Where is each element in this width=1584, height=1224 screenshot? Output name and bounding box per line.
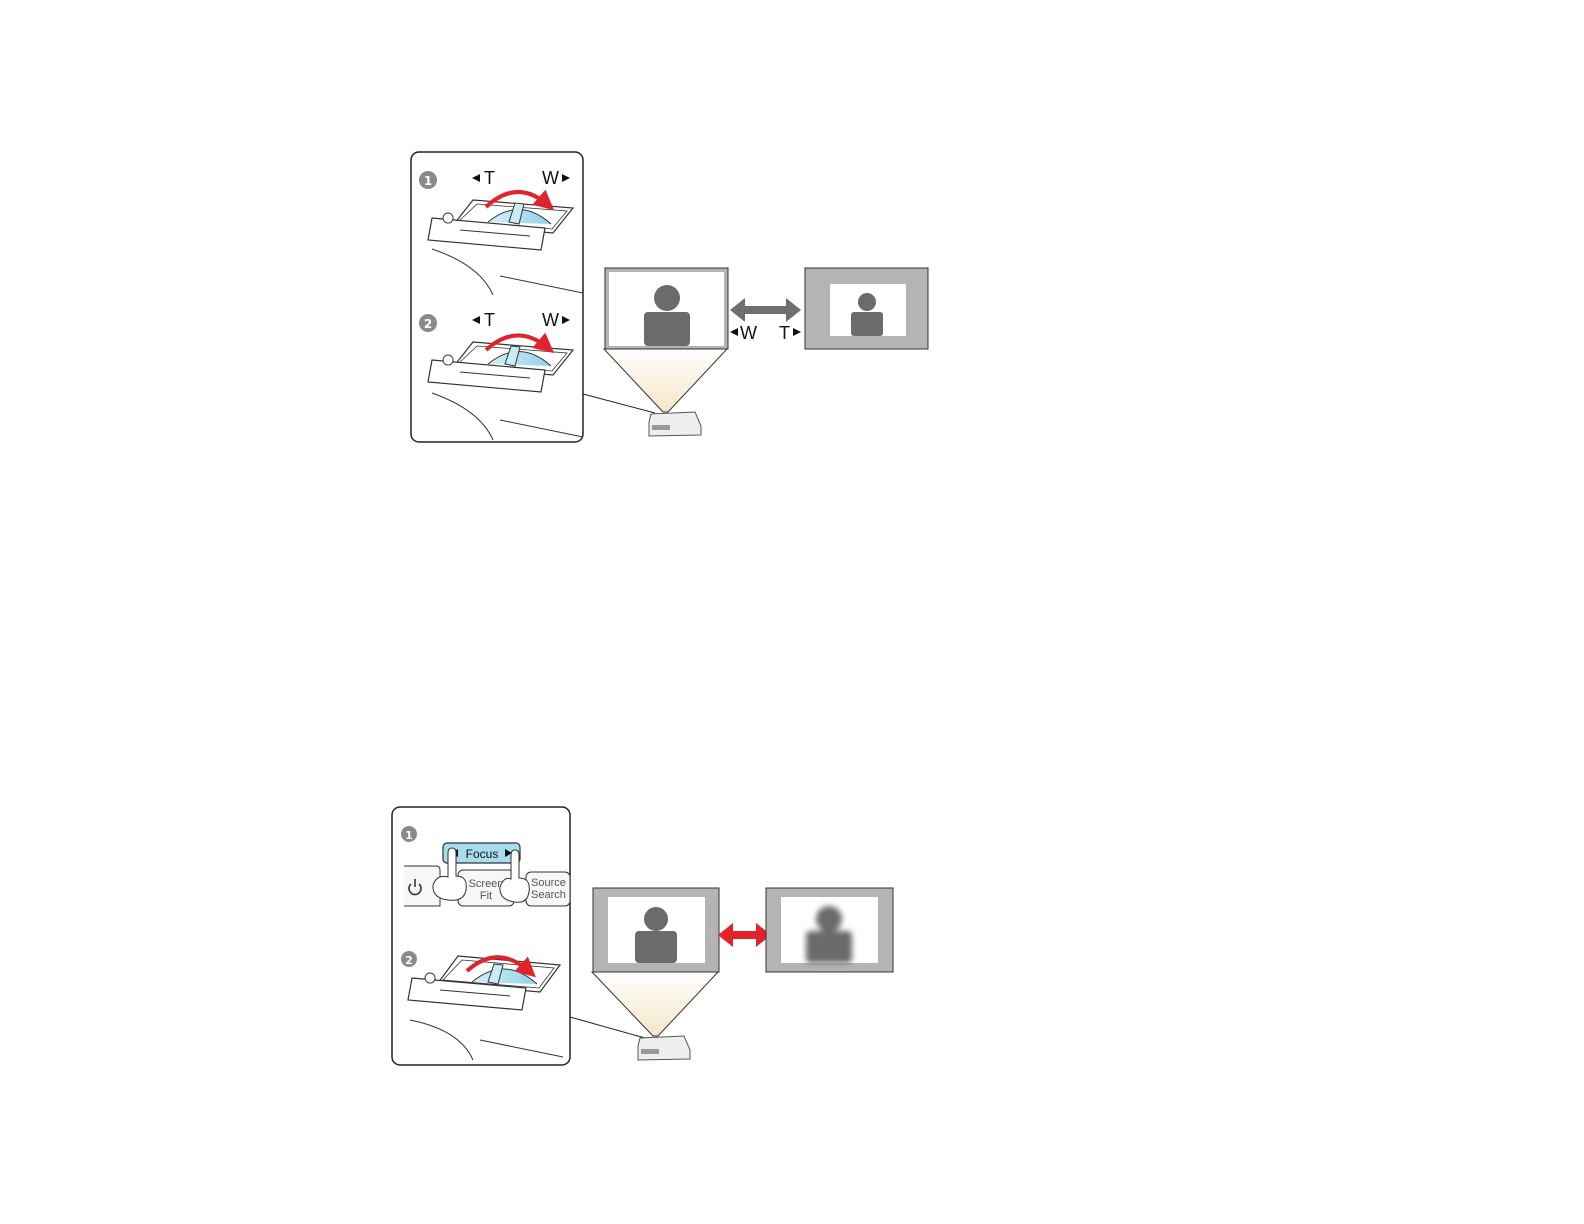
zoom-lever-label-t: T bbox=[484, 310, 495, 330]
screen-label-t: T bbox=[779, 323, 790, 343]
zoom-light-beam bbox=[604, 349, 727, 412]
blurred-screen-image bbox=[766, 888, 893, 972]
focus-projector-icon bbox=[638, 1036, 690, 1060]
source-search-label-line1: Source bbox=[531, 877, 566, 889]
zoom-callout-panel bbox=[411, 152, 583, 442]
screen-fit-label-line1: Screen bbox=[469, 878, 504, 890]
zoom-figure: 1 T W 2 T W bbox=[411, 152, 928, 442]
zoom-lever-label-t: T bbox=[484, 168, 495, 188]
wide-screen-image bbox=[605, 268, 728, 349]
screen-fit-label-line2: Fit bbox=[480, 890, 492, 902]
focus-light-beam bbox=[592, 972, 718, 1036]
screen-label-w: W bbox=[740, 323, 757, 343]
step-1-number: 1 bbox=[405, 829, 413, 842]
focus-button-label: Focus bbox=[466, 847, 499, 861]
zoom-projector-icon bbox=[649, 412, 701, 436]
zoom-callout-connector bbox=[583, 394, 655, 413]
sharp-screen-image bbox=[593, 888, 719, 972]
step-2-number: 2 bbox=[424, 317, 432, 331]
tele-screen-image bbox=[805, 268, 928, 349]
focus-callout-connector bbox=[570, 1017, 645, 1038]
triangle-right-icon bbox=[793, 328, 801, 336]
step-1-number: 1 bbox=[424, 174, 432, 188]
zoom-double-arrow-icon bbox=[730, 298, 801, 322]
zoom-lever-label-w: W bbox=[542, 168, 559, 188]
triangle-left-icon bbox=[730, 328, 738, 336]
step-2-number: 2 bbox=[405, 954, 413, 967]
focus-double-arrow-icon bbox=[718, 923, 771, 947]
zoom-lever-label-w: W bbox=[542, 310, 559, 330]
focus-figure: 1 Screen Fit Source Search Focus bbox=[392, 807, 893, 1065]
source-search-label-line2: Search bbox=[531, 889, 566, 901]
